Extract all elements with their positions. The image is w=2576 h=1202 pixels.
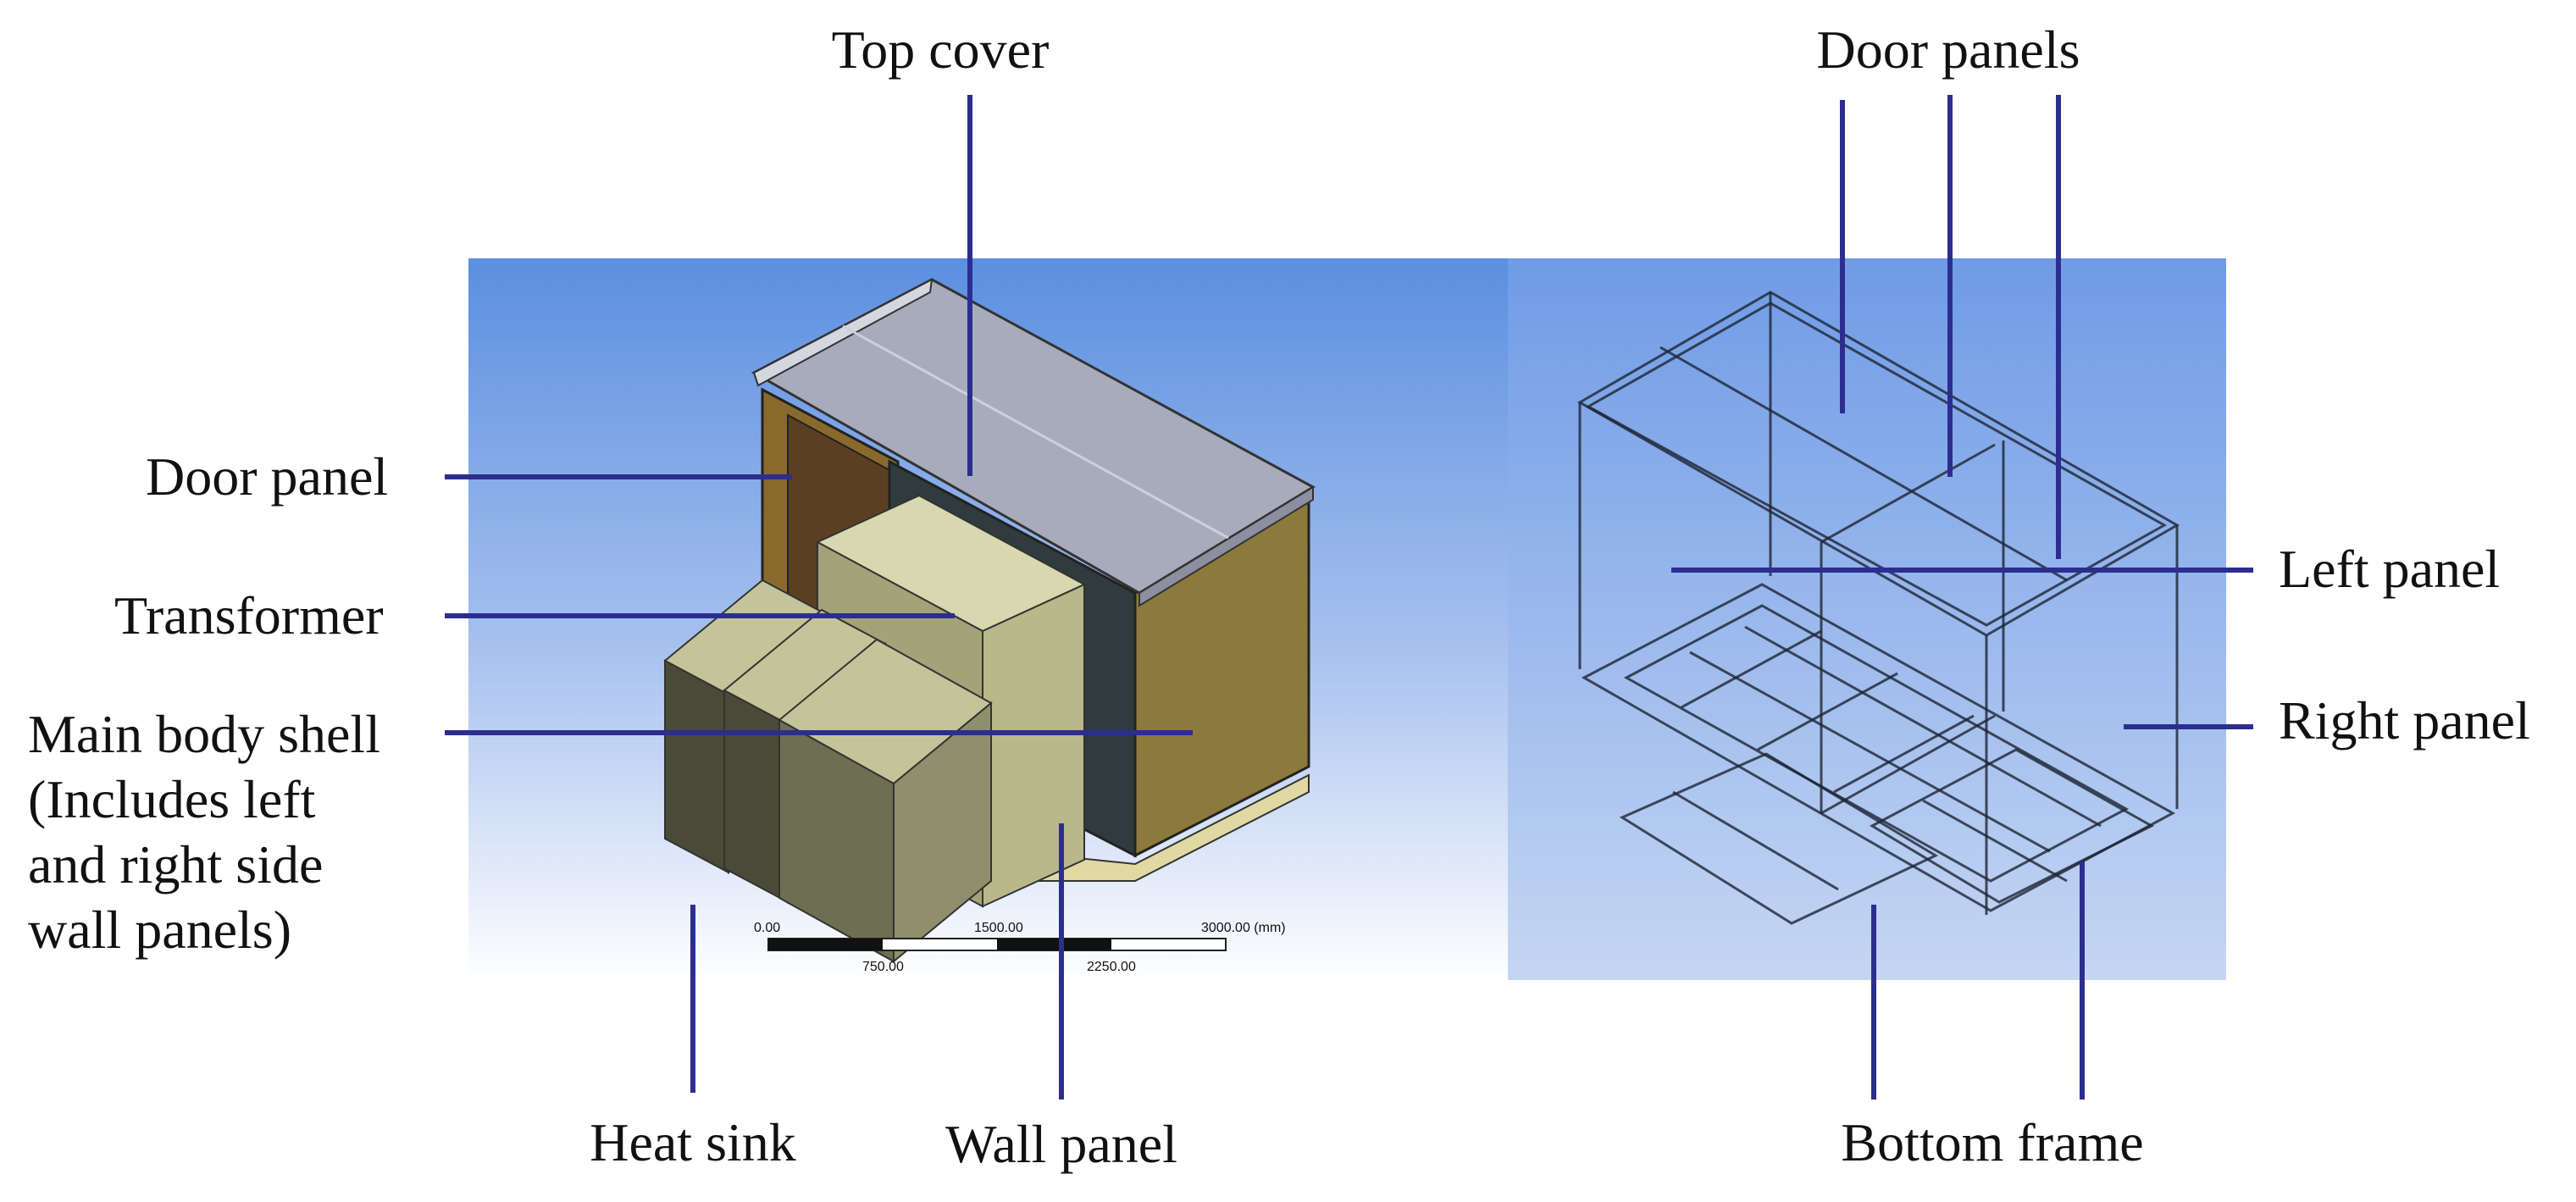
label-top-cover: Top cover: [832, 19, 1050, 80]
scale-tick-1500: 1500.00: [974, 921, 1023, 935]
label-transformer: Transformer: [114, 585, 384, 645]
label-main-body-shell-line4: wall panels): [28, 900, 291, 960]
heat-sink-shape: [663, 579, 993, 964]
label-main-body-shell-line1: Main body shell: [28, 704, 380, 764]
shaded-model-viewport: 0.00 1500.00 3000.00 (mm) 750.00 2250.00: [468, 258, 1508, 983]
wireframe-viewport: [1508, 258, 2226, 980]
leader-lines: [445, 95, 2253, 1100]
label-heat-sink: Heat sink: [590, 1112, 796, 1172]
label-left-panel: Left panel: [2279, 539, 2500, 599]
labels: Top cover Door panels Door panel Transfo…: [28, 19, 2530, 1174]
label-door-panel: Door panel: [146, 446, 388, 507]
label-bottom-frame: Bottom frame: [1841, 1112, 2143, 1172]
scale-tick-3000: 3000.00 (mm): [1201, 921, 1286, 935]
label-main-body-shell-line2: (Includes left: [28, 769, 316, 829]
label-main-body-shell-line3: and right side: [28, 834, 323, 895]
scale-tick-750: 750.00: [862, 960, 904, 974]
label-right-panel: Right panel: [2279, 690, 2530, 751]
label-wall-panel: Wall panel: [945, 1114, 1177, 1174]
scale-tick-0: 0.00: [754, 921, 780, 935]
scale-tick-2250: 2250.00: [1087, 960, 1136, 974]
scale-bar: 0.00 1500.00 3000.00 (mm) 750.00 2250.00: [754, 921, 1286, 974]
label-door-panels: Door panels: [1816, 19, 2080, 80]
